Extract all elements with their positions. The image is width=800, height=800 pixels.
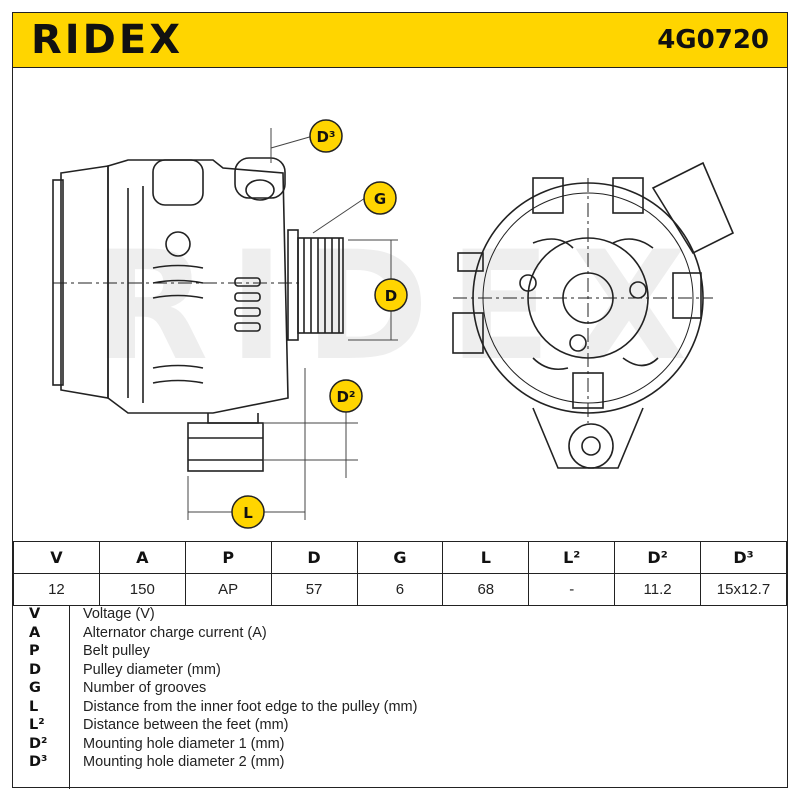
specs-value-cell: 15x12.7	[700, 573, 787, 606]
specs-value-cell: -	[528, 573, 616, 606]
legend-row: A Alternator charge current (A)	[13, 624, 787, 643]
legend-description: Voltage (V)	[83, 606, 155, 622]
legend-key: D²	[29, 735, 48, 752]
front-view	[452, 161, 735, 469]
specs-header-cell: G	[356, 541, 444, 574]
legend-key: V	[29, 606, 41, 622]
specs-value-cell: 11.2	[614, 573, 701, 606]
specs-value-cell: 68	[442, 573, 530, 606]
legend-description: Number of grooves	[83, 680, 207, 696]
legend-row: D³ Mounting hole diameter 2 (mm)	[13, 753, 787, 772]
callout-d3-label: D³	[316, 128, 335, 146]
specs-header-row: V A P D G L L² D² D³	[13, 541, 787, 574]
legend-key: D	[29, 661, 42, 678]
legend-description: Mounting hole diameter 2 (mm)	[83, 754, 285, 770]
callout-d-label: D	[385, 287, 397, 305]
callout-d: D	[374, 278, 408, 312]
specs-value-cell: 6	[356, 573, 444, 606]
specs-header-cell: A	[98, 541, 186, 574]
specs-value-cell: AP	[184, 573, 272, 606]
callout-l-label: L	[243, 504, 253, 522]
specs-value-cell: 12	[13, 573, 100, 606]
specs-header-cell: D³	[700, 541, 787, 574]
specs-value-cell: 57	[270, 573, 358, 606]
specs-value-row: 12 150 AP 57 6 68 - 11.2 15x12.7	[13, 573, 787, 606]
legend-key: L	[29, 698, 39, 715]
legend-key: D³	[29, 754, 48, 770]
legend-row: D Pulley diameter (mm)	[13, 661, 787, 680]
header-bar: RIDEX 4G0720	[13, 13, 787, 68]
legend-description: Pulley diameter (mm)	[83, 661, 221, 678]
part-number: 4G0720	[657, 25, 769, 55]
legend-row: G Number of grooves	[13, 679, 787, 698]
specs-table: V A P D G L L² D² D³ 12 150 AP 57 6 68 -…	[13, 541, 787, 606]
specs-header-cell: L²	[528, 541, 616, 574]
legend-key: P	[29, 643, 40, 659]
specs-header-cell: L	[442, 541, 530, 574]
legend-description: Alternator charge current (A)	[83, 624, 267, 641]
legend-key: L²	[29, 717, 45, 733]
legend-divider	[69, 605, 70, 789]
legend-row: D² Mounting hole diameter 1 (mm)	[13, 735, 787, 754]
legend-key: A	[29, 624, 41, 641]
dimension-lines	[187, 128, 398, 520]
callout-d2: D²	[329, 379, 363, 413]
legend-row: V Voltage (V)	[13, 605, 787, 624]
alternator-technical-drawing: RIDEX	[52, 119, 735, 529]
specs-header-cell: D	[270, 541, 358, 574]
legend-row: L² Distance between the feet (mm)	[13, 716, 787, 735]
legend-description: Mounting hole diameter 1 (mm)	[83, 735, 285, 752]
datasheet-frame: RIDEX 4G0720 RIDEX	[12, 12, 788, 789]
callout-d3: D³	[309, 119, 343, 153]
legend: V Voltage (V) A Alternator charge curren…	[13, 605, 787, 772]
specs-value-cell: 150	[98, 573, 186, 606]
brand-logo: RIDEX	[31, 17, 184, 63]
callout-g-label: G	[374, 190, 386, 208]
specs-header-cell: D²	[614, 541, 701, 574]
side-view	[52, 157, 344, 472]
specs-header-cell: P	[184, 541, 272, 574]
callout-d2-label: D²	[336, 388, 355, 406]
legend-key: G	[29, 680, 41, 696]
specs-header-cell: V	[13, 541, 100, 574]
legend-description: Belt pulley	[83, 643, 150, 659]
callout-l: L	[231, 495, 265, 529]
legend-description: Distance from the inner foot edge to the…	[83, 698, 418, 715]
callout-g: G	[363, 181, 397, 215]
legend-row: L Distance from the inner foot edge to t…	[13, 698, 787, 717]
legend-row: P Belt pulley	[13, 642, 787, 661]
legend-description: Distance between the feet (mm)	[83, 717, 289, 733]
